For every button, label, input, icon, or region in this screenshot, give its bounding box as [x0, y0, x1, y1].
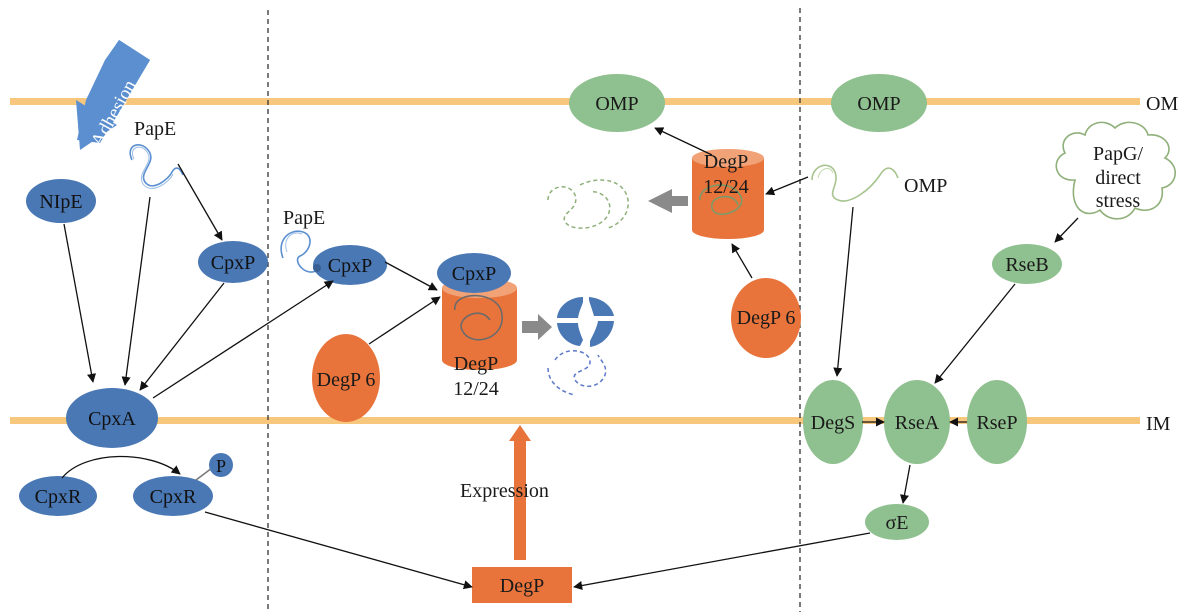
- expression-arrow-shaft: [514, 440, 526, 560]
- degp-cyl-right-label-1: DegP: [704, 151, 748, 173]
- om-label: OM: [1146, 93, 1178, 115]
- degp-cyl-right-label-2: 12/24: [703, 176, 749, 198]
- omp-1: [569, 74, 665, 132]
- degradation-arrow-right: [648, 189, 688, 213]
- omp-unfolded-label: OMP: [904, 175, 947, 197]
- rsep-label: RseP: [976, 412, 1017, 434]
- cpxp-cap-label: CpxP: [452, 263, 496, 285]
- cleaved-cpxp: [557, 297, 614, 347]
- rseb-label: RseB: [1005, 254, 1048, 276]
- phosphorylation-arrow: [61, 455, 181, 479]
- sigmae-protein: [865, 504, 929, 540]
- degp6-right: [731, 278, 801, 358]
- degraded-omp: [547, 186, 611, 229]
- rseb-protein: [992, 244, 1062, 284]
- cpxp-mid: [313, 245, 387, 285]
- pape-mid-squiggle: [280, 230, 319, 273]
- sigmae-label: σE: [886, 512, 909, 534]
- nlpe-label: NIpE: [39, 191, 82, 213]
- cpxr-label: CpxR: [35, 486, 82, 508]
- phosphate-label: P: [216, 456, 226, 476]
- cpxr-p-protein: [133, 476, 213, 516]
- nlpe-protein: [26, 179, 96, 223]
- cpxr-p-label: CpxR: [150, 486, 197, 508]
- rsea-protein: [884, 380, 950, 464]
- pape-top-squiggle: [129, 144, 184, 187]
- degp-cylinder-right: [692, 149, 764, 239]
- degraded-pape-left: [554, 350, 607, 387]
- papg-label-3: stress: [1096, 190, 1141, 212]
- omp-2-label: OMP: [857, 93, 900, 115]
- degp-gene-label: DegP: [500, 575, 544, 597]
- omp-1-label: OMP: [595, 93, 638, 115]
- expression-arrow-head: [509, 425, 531, 441]
- cpxp-left: [198, 241, 268, 283]
- degp-gene-box: [472, 567, 572, 603]
- rsea-label: RseA: [895, 412, 940, 434]
- inner-membrane: [10, 417, 1140, 424]
- adhesion-arrow: Adhesion: [76, 40, 150, 150]
- omp-2: [831, 74, 927, 132]
- cpxp-cap: [437, 253, 511, 293]
- degradation-arrow-left: [522, 314, 552, 340]
- degp6-left-label: DegP 6: [317, 369, 376, 391]
- degs-protein: [803, 380, 863, 464]
- cpxp-left-label: CpxP: [211, 252, 255, 274]
- papg-stress-cloud: PapG/ direct stress: [1055, 121, 1176, 220]
- cpxa-label: CpxA: [88, 408, 136, 430]
- rsep-protein: [967, 380, 1027, 464]
- phosphate: [209, 453, 233, 477]
- im-label: IM: [1146, 413, 1171, 435]
- degp6-right-label: DegP 6: [737, 307, 796, 329]
- pape-top-label: PapE: [134, 118, 176, 140]
- cpxr-protein: [19, 476, 97, 516]
- degp6-left: [312, 334, 380, 422]
- pape-mid-label: PapE: [283, 207, 325, 229]
- degp-cyl-left-label-2: 12/24: [453, 378, 499, 400]
- unfolded-omp: [811, 164, 899, 202]
- expression-label: Expression: [460, 480, 549, 502]
- papg-label-2: direct: [1095, 167, 1141, 189]
- papg-label-1: PapG/: [1093, 143, 1143, 165]
- degp-cyl-left-label-1: DegP: [454, 353, 498, 375]
- cpxp-mid-label: CpxP: [328, 255, 372, 277]
- cpxa-protein: [66, 388, 158, 448]
- degs-label: DegS: [811, 412, 855, 434]
